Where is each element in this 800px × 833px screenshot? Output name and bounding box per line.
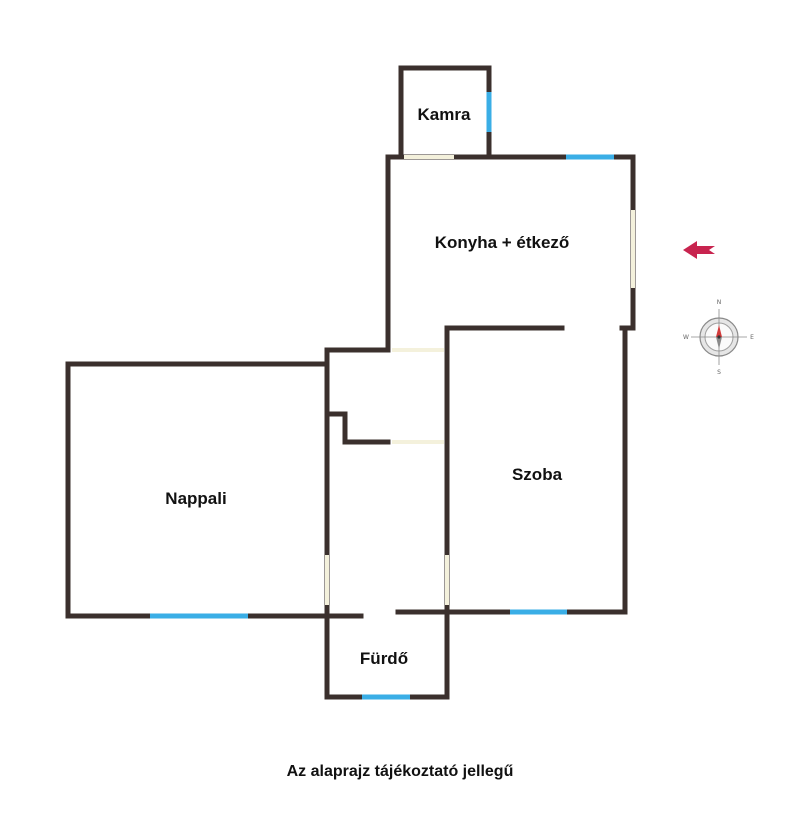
entrance-arrow-icon xyxy=(683,241,715,259)
wall-szoba-right xyxy=(395,327,628,615)
wall-konyha-top xyxy=(385,154,636,353)
compass-icon: N S E W xyxy=(683,299,754,376)
disclaimer-text: Az alaprajz tájékoztató jellegű xyxy=(286,763,514,780)
room-label-konyha: Konyha + étkező xyxy=(435,233,570,252)
doors xyxy=(325,155,635,605)
room-label-nappali: Nappali xyxy=(165,489,226,508)
wall-hall-left xyxy=(324,347,391,615)
wall-closet xyxy=(324,411,391,445)
walls xyxy=(65,65,636,700)
room-label-kamra: Kamra xyxy=(418,105,471,124)
wall-szoba-top xyxy=(444,325,565,615)
compass-east-label: E xyxy=(750,334,754,341)
windows xyxy=(150,92,614,700)
compass-north-label: N xyxy=(717,299,722,306)
room-label-szoba: Szoba xyxy=(512,465,563,484)
compass-west-label: W xyxy=(683,334,689,341)
compass-south-label: S xyxy=(717,369,721,376)
room-label-furdo: Fürdő xyxy=(360,649,408,668)
